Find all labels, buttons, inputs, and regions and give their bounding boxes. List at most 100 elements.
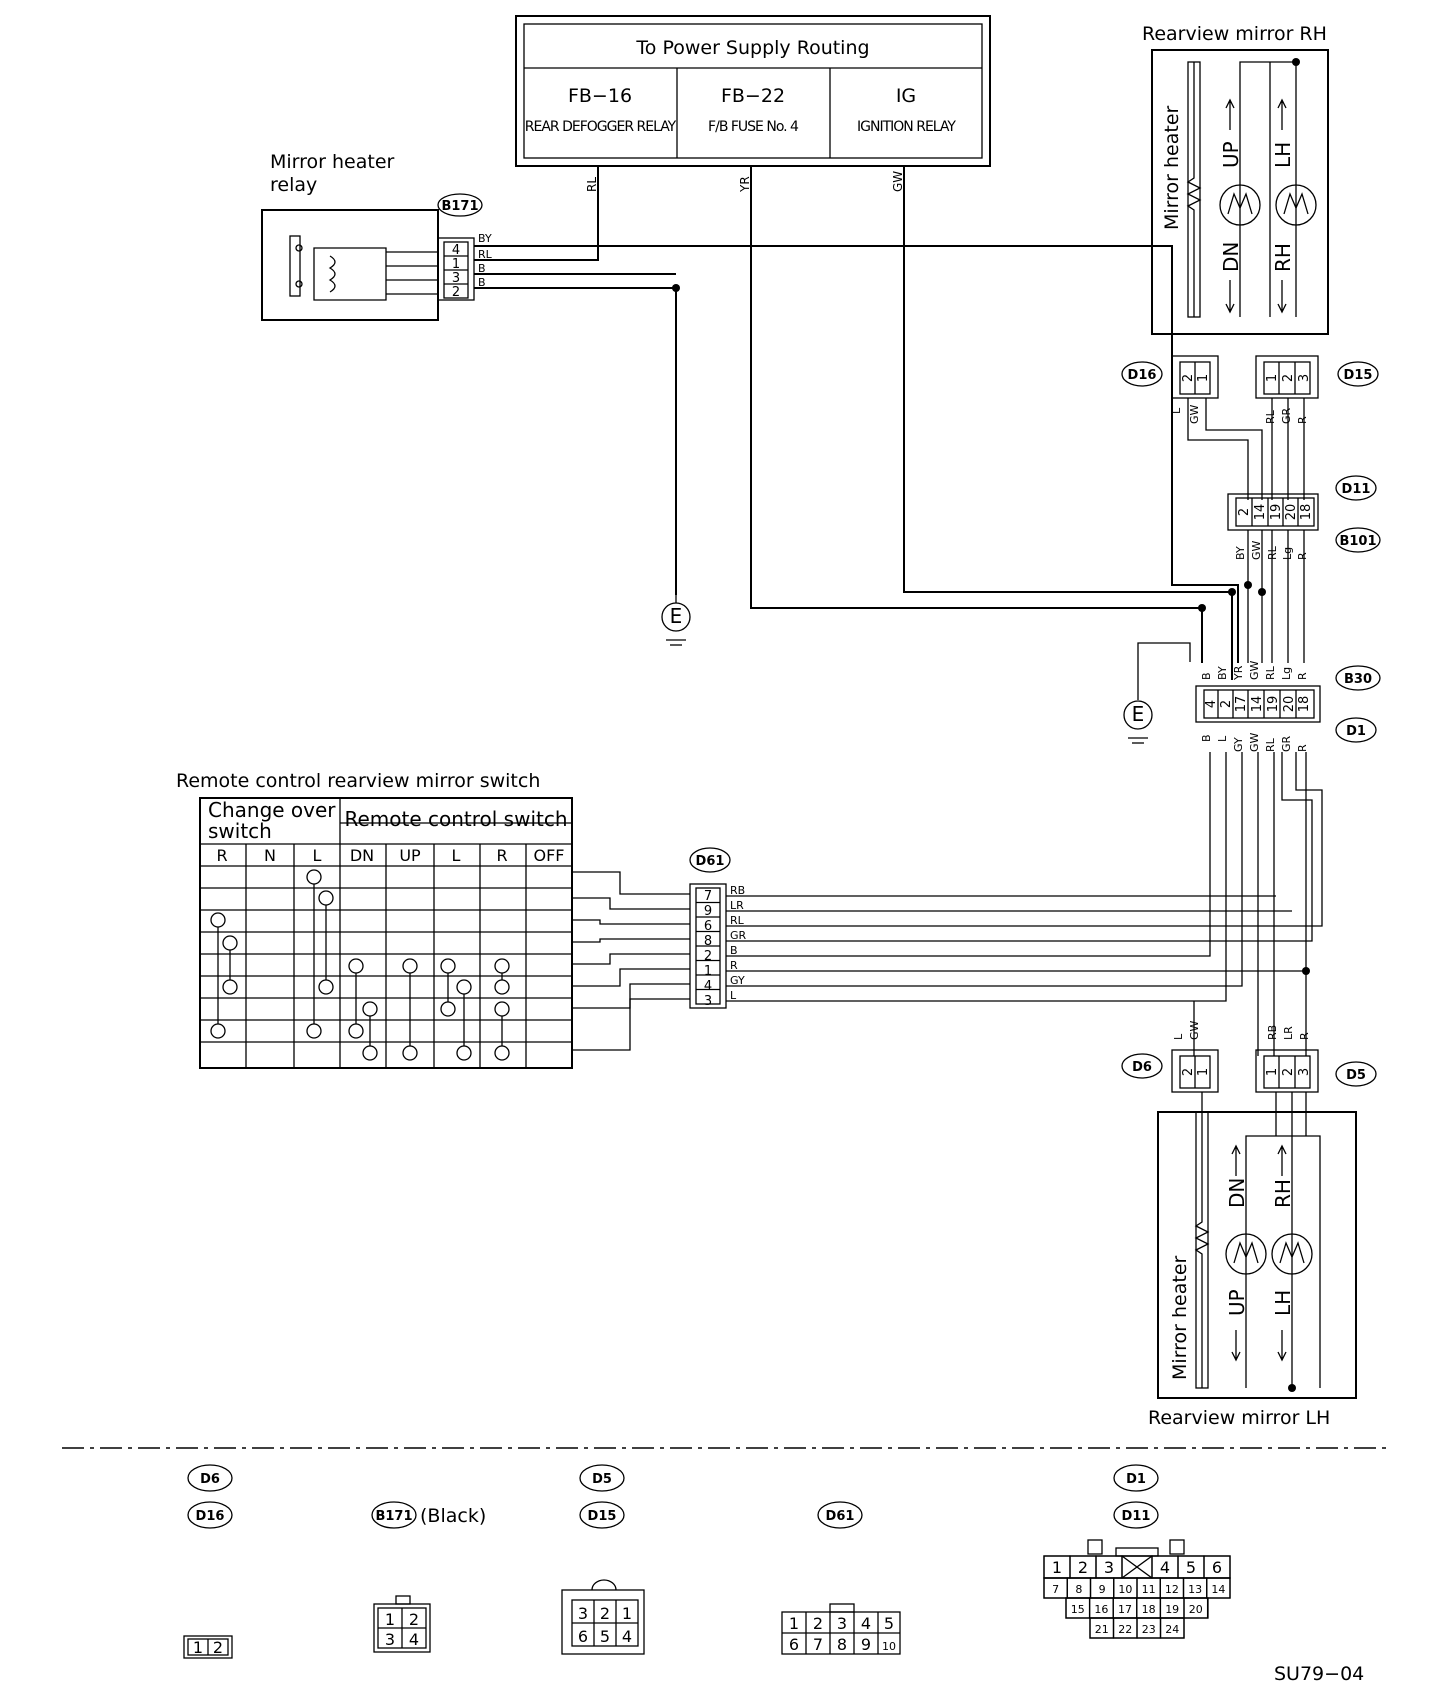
d61-wire-h: L xyxy=(730,989,737,1002)
d5-wire-c: R xyxy=(1298,1032,1311,1040)
connector-d15: 1 2 3 D15 RL GR R xyxy=(1255,355,1379,424)
face-2pin: 1 2 xyxy=(183,1635,233,1659)
changeover-title-2: switch xyxy=(208,819,272,843)
d61-wire-c: RL xyxy=(730,914,745,927)
b30-wire-g: R xyxy=(1296,672,1309,680)
b171-wire-a: BY xyxy=(478,232,492,245)
face10-pin-5: 5 xyxy=(884,1614,894,1633)
d1-wire-a: B xyxy=(1200,734,1213,742)
face10-pin-4: 4 xyxy=(861,1614,871,1633)
face24-pin: 22 xyxy=(1118,1623,1132,1636)
face24-pin: 10 xyxy=(1118,1583,1132,1596)
col-label-r2: R xyxy=(496,846,507,865)
legend-d11: D11 xyxy=(1122,1509,1151,1524)
face2-pin-1: 1 xyxy=(193,1638,203,1657)
connector-label-b101: B101 xyxy=(1339,534,1376,549)
face10-pin-1: 1 xyxy=(789,1614,799,1633)
b171-wire-c: B xyxy=(478,262,486,275)
face6-pin-c: 1 xyxy=(622,1604,632,1623)
face10-pin-2: 2 xyxy=(813,1614,823,1633)
switch-table: Change over switch Remote control switch… xyxy=(199,797,573,1069)
d1-pin-b: 2 xyxy=(1219,700,1234,708)
face6-pin-a: 3 xyxy=(578,1604,588,1623)
col-label-dn: DN xyxy=(350,846,374,865)
d1-wire-g: R xyxy=(1296,744,1309,752)
col-label-up: UP xyxy=(399,846,421,865)
rearview-mirror-lh: Mirror heater DN UP RH LH Rearview mirro… xyxy=(1148,1092,1357,1429)
mirror-rh-lh: LH xyxy=(1271,142,1295,168)
b171-wire-b: RL xyxy=(478,248,493,261)
mirror-heater-relay: Mirror heater relay xyxy=(261,151,439,321)
face24-pin: 17 xyxy=(1118,1603,1132,1616)
ground-upper: E xyxy=(661,595,691,646)
b30-wire-a: B xyxy=(1200,672,1213,680)
connector-tag-d11 xyxy=(1335,475,1377,501)
d16-pin-b: 1 xyxy=(1196,374,1211,382)
d61-wire-b: LR xyxy=(730,899,744,912)
face-6pin: 3 2 1 6 5 4 xyxy=(561,1579,645,1655)
connector-d11: 2 14 19 20 18 D11 B101 BY GW RL Lg R xyxy=(1227,475,1381,560)
d5-pin-c: 3 xyxy=(1297,1068,1312,1076)
face24-pin: 19 xyxy=(1165,1603,1179,1616)
switch-title: Remote control rearview mirror switch xyxy=(176,770,540,792)
relay-title-line1: Mirror heater xyxy=(270,151,395,173)
d1-pin-d: 14 xyxy=(1250,696,1265,713)
connector-tag-b171 xyxy=(437,193,483,217)
connector-label-b30: B30 xyxy=(1344,672,1372,687)
switch-contact-pair xyxy=(494,1001,510,1061)
connector-label-d16: D16 xyxy=(1128,368,1157,383)
mirror-lh-lh: LH xyxy=(1271,1290,1295,1316)
d1-pin-g: 18 xyxy=(1297,696,1312,713)
face6-pin-b: 2 xyxy=(600,1604,610,1623)
mirror-lh-up: UP xyxy=(1225,1289,1249,1316)
d61-pin-h: 3 xyxy=(704,994,712,1009)
b101-wire-a: BY xyxy=(1234,546,1247,560)
d16-pin-a: 2 xyxy=(1181,374,1196,382)
face4-pin-2: 2 xyxy=(409,1610,419,1629)
fb16-code: FB−16 xyxy=(568,85,632,107)
fb22-desc: F/B FUSE No. 4 xyxy=(708,119,799,135)
d11-pin-a: 2 xyxy=(1237,508,1252,516)
b30-wire-e: RL xyxy=(1264,665,1277,680)
ig-desc: IGNITION RELAY xyxy=(857,119,956,135)
face24-pin: 5 xyxy=(1186,1558,1196,1577)
ground-lower: E xyxy=(1123,642,1191,744)
face24-pin: 9 xyxy=(1099,1583,1106,1596)
d6-pin-a: 2 xyxy=(1181,1068,1196,1076)
middle-harness xyxy=(1244,530,1305,663)
b30-wire-f: Lg xyxy=(1280,667,1293,680)
face6-pin-e: 5 xyxy=(600,1627,610,1646)
d6-wire-b: GW xyxy=(1188,1020,1201,1040)
connector-label-d15: D15 xyxy=(1344,368,1373,383)
b171-pin-a: 4 xyxy=(452,243,460,258)
d61-pin-f: 1 xyxy=(704,964,712,979)
connector-d1: B BY YR GW RL Lg R 4 2 17 14 19 20 18 B3… xyxy=(1195,660,1381,752)
d5-wire-b: LR xyxy=(1282,1026,1295,1040)
switch-contact-pair xyxy=(306,869,322,1039)
col-label-l2: L xyxy=(452,846,461,865)
face4-pin-4: 4 xyxy=(409,1630,419,1649)
face24-pin: 8 xyxy=(1075,1583,1082,1596)
d11-pin-d: 20 xyxy=(1284,504,1299,521)
connector-tag-d15 xyxy=(1337,361,1379,387)
switch-contact-pair xyxy=(318,890,334,995)
switch-contact-pair xyxy=(402,958,418,1061)
mirror-rh-up: UP xyxy=(1219,141,1243,168)
connector-d61: D61 7 9 6 8 2 1 4 3 RB LR RL GR B R GY L xyxy=(689,847,747,1009)
face4-pin-3: 3 xyxy=(385,1630,395,1649)
d5-pin-a: 1 xyxy=(1265,1068,1280,1076)
figure-code: SU79−04 xyxy=(1274,1663,1364,1685)
legend-d16: D16 xyxy=(196,1509,225,1524)
d61-pin-g: 4 xyxy=(704,979,712,994)
connector-label-d6: D6 xyxy=(1132,1060,1152,1075)
d1-pin-e: 19 xyxy=(1266,696,1281,713)
ground-label-upper: E xyxy=(670,604,683,628)
col-label-off: OFF xyxy=(534,846,565,865)
connector-d5: RB LR R 1 2 3 D5 xyxy=(1255,1025,1377,1093)
rearview-mirror-rh: Rearview mirror RH Mirror heater UP DN L… xyxy=(1142,23,1329,335)
legend-d15: D15 xyxy=(588,1509,617,1524)
connector-d16: D16 2 1 L GW xyxy=(1121,355,1219,424)
connector-label-d5: D5 xyxy=(1346,1068,1366,1083)
fb22-code: FB−22 xyxy=(721,85,785,107)
